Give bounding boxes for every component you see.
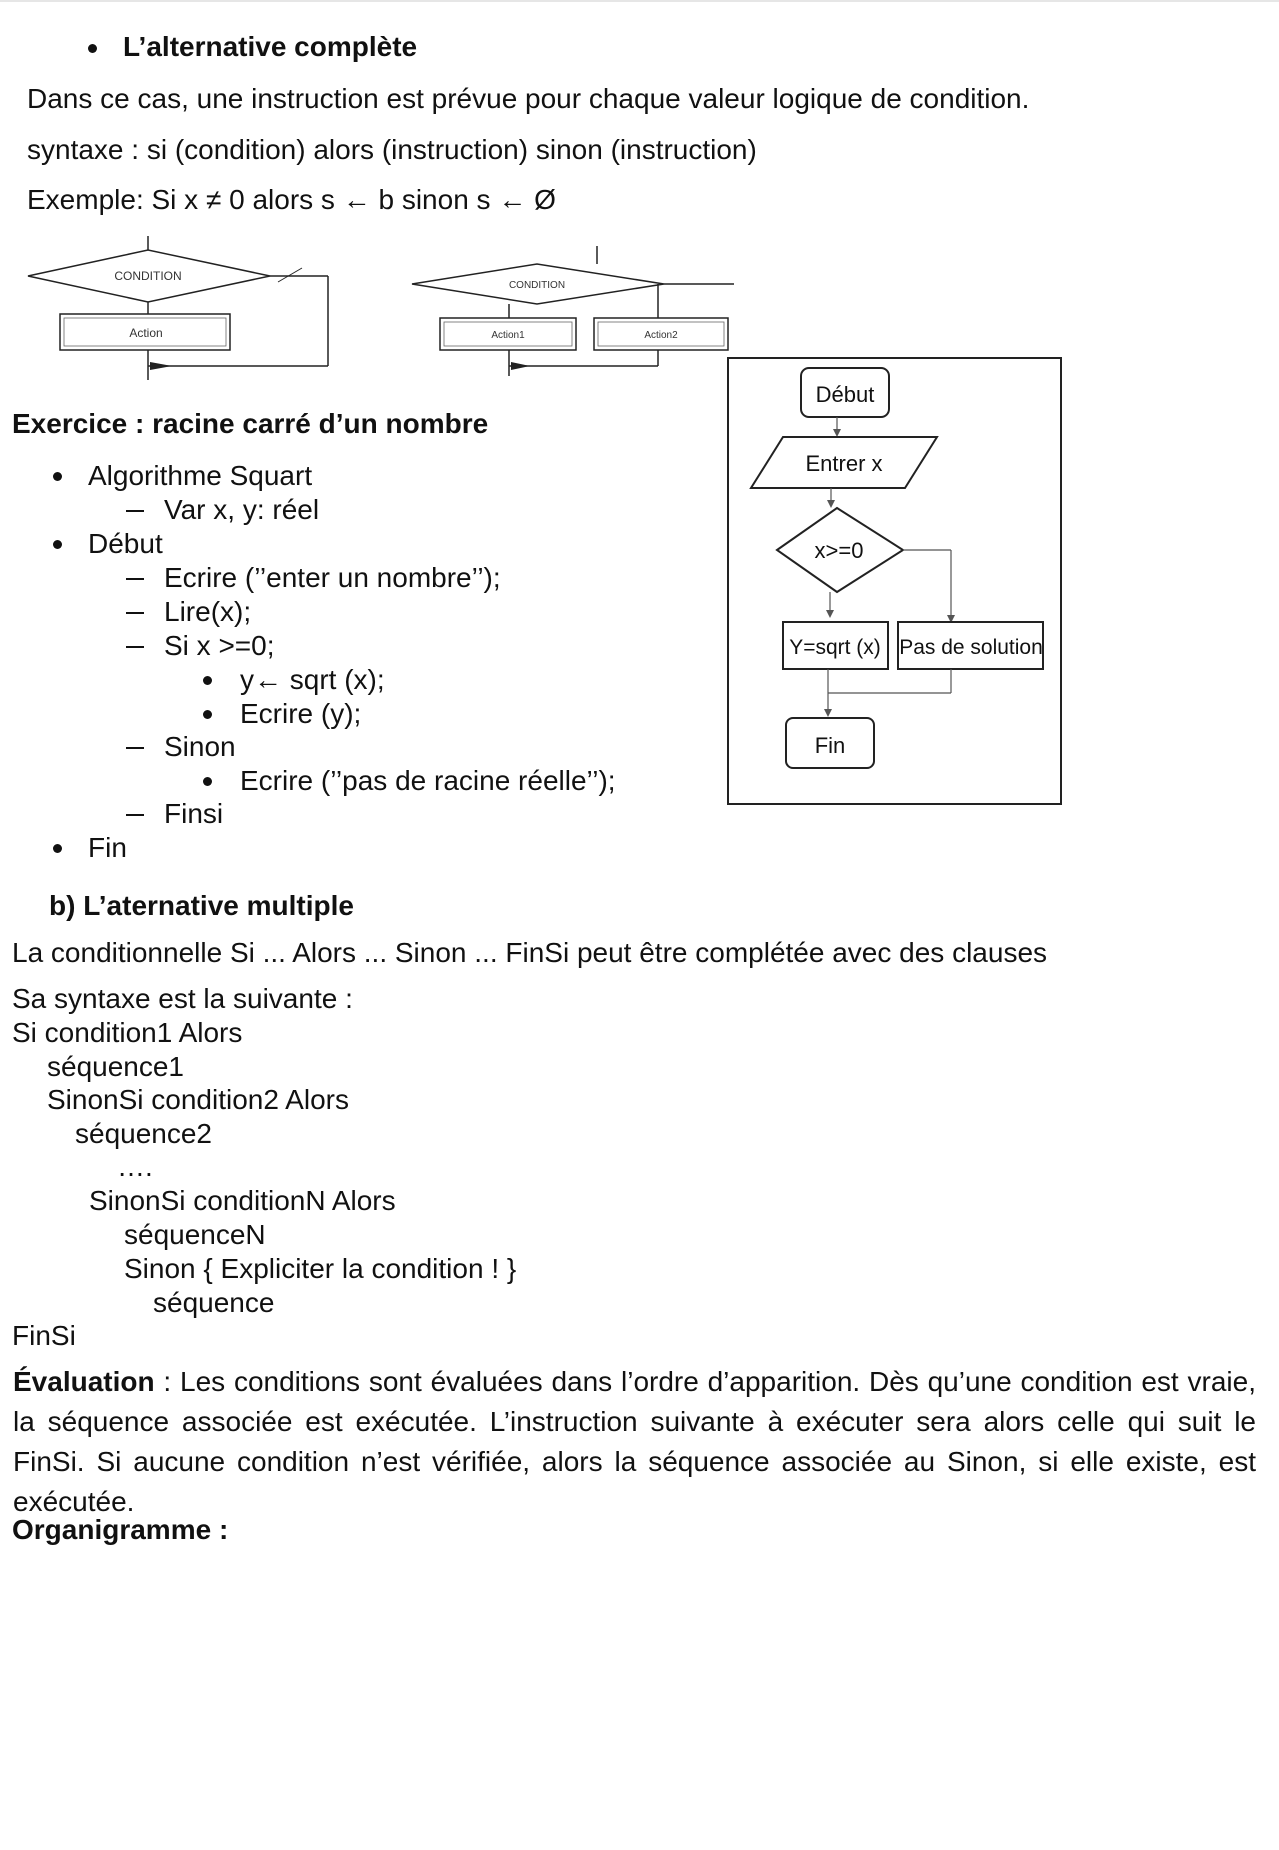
var-line: Var x, y: réel [164, 494, 320, 525]
diagram2-condition-label: CONDITION [509, 280, 565, 291]
flowchart-input-label: Entrer x [805, 451, 882, 476]
exercise-title: Exercice : racine carré d’un nombre [12, 408, 489, 439]
sinon-line: Sinon [164, 731, 236, 762]
flowchart-end-label: Fin [815, 733, 846, 758]
evaluation-paragraph: Évaluation : Les conditions sont évaluée… [13, 1362, 1256, 1522]
example-text: Exemple: Si x ≠ 0 alors s ← b sinon s ← … [27, 184, 556, 215]
square-root-flowchart: Début Entrer x x>=0 Y=sqrt (x) Pas de so… [727, 357, 1062, 805]
dash [126, 612, 144, 614]
code-line: séquence2 [75, 1118, 213, 1149]
code-line: séquenceN [124, 1219, 266, 1250]
flowchart-yes-box-label: Y=sqrt (x) [789, 636, 881, 659]
syntax-text: syntaxe : si (condition) alors (instruct… [27, 134, 757, 165]
code-line: Sinon { Expliciter la condition ! } [124, 1253, 517, 1284]
code-line: SinonSi condition2 Alors [47, 1084, 349, 1115]
bullet [203, 777, 212, 786]
double-alternative-diagram: CONDITION Action1 Action2 [411, 246, 734, 376]
bullet [53, 844, 62, 853]
flowchart-start-label: Début [816, 382, 875, 407]
assign-line: y← sqrt (x); [240, 664, 385, 695]
ecrire-line: Ecrire (’’enter un nombre’’); [164, 562, 501, 593]
diagram2-action2-label: Action2 [644, 330, 678, 341]
page-top-border [0, 0, 1279, 2]
simple-alternative-diagram: CONDITION Action [27, 236, 329, 380]
dash [126, 646, 144, 648]
bullet [53, 540, 62, 549]
debut-line: Début [88, 528, 163, 559]
organigramme-title: Organigramme : [12, 1514, 229, 1545]
syntax-title: Sa syntaxe est la suivante : [12, 983, 353, 1014]
dash [126, 814, 144, 816]
dash [126, 747, 144, 749]
diagram-action-label: Action [129, 326, 162, 340]
si-line: Si x >=0; [164, 630, 275, 661]
section-title-alt-complete: L’alternative complète [123, 31, 418, 62]
intro-text: La conditionnelle Si ... Alors ... Sinon… [12, 937, 1048, 968]
evaluation-text: : Les conditions sont évaluées dans l’or… [13, 1366, 1256, 1517]
finsi-line: Finsi [164, 798, 224, 829]
algo-line: Algorithme Squart [88, 460, 313, 491]
section-title-alt-multiple: b) L’aternative multiple [49, 890, 354, 921]
code-line: séquence1 [47, 1051, 185, 1082]
bullet [88, 44, 97, 53]
bullet [203, 676, 212, 685]
evaluation-label: Évaluation [13, 1366, 155, 1397]
bullet [53, 472, 62, 481]
code-line: …. [117, 1151, 153, 1182]
diagram2-action1-label: Action1 [491, 330, 525, 341]
diagram-condition-label: CONDITION [114, 269, 181, 283]
description-text: Dans ce cas, une instruction est prévue … [27, 83, 1030, 114]
lire-line: Lire(x); [164, 596, 252, 627]
code-line: SinonSi conditionN Alors [89, 1185, 396, 1216]
bullet [203, 710, 212, 719]
dash [126, 578, 144, 580]
code-line: FinSi [12, 1320, 76, 1351]
code-line: séquence [153, 1287, 275, 1318]
code-line: Si condition1 Alors [12, 1017, 243, 1048]
dash [126, 510, 144, 512]
flowchart-no-box-label: Pas de solution [899, 636, 1043, 659]
flowchart-condition-label: x>=0 [815, 538, 864, 563]
ecrire-y-line: Ecrire (y); [240, 698, 362, 729]
ecrire-pas-line: Ecrire (’’pas de racine réelle’’); [240, 765, 616, 796]
fin-line: Fin [88, 832, 127, 863]
